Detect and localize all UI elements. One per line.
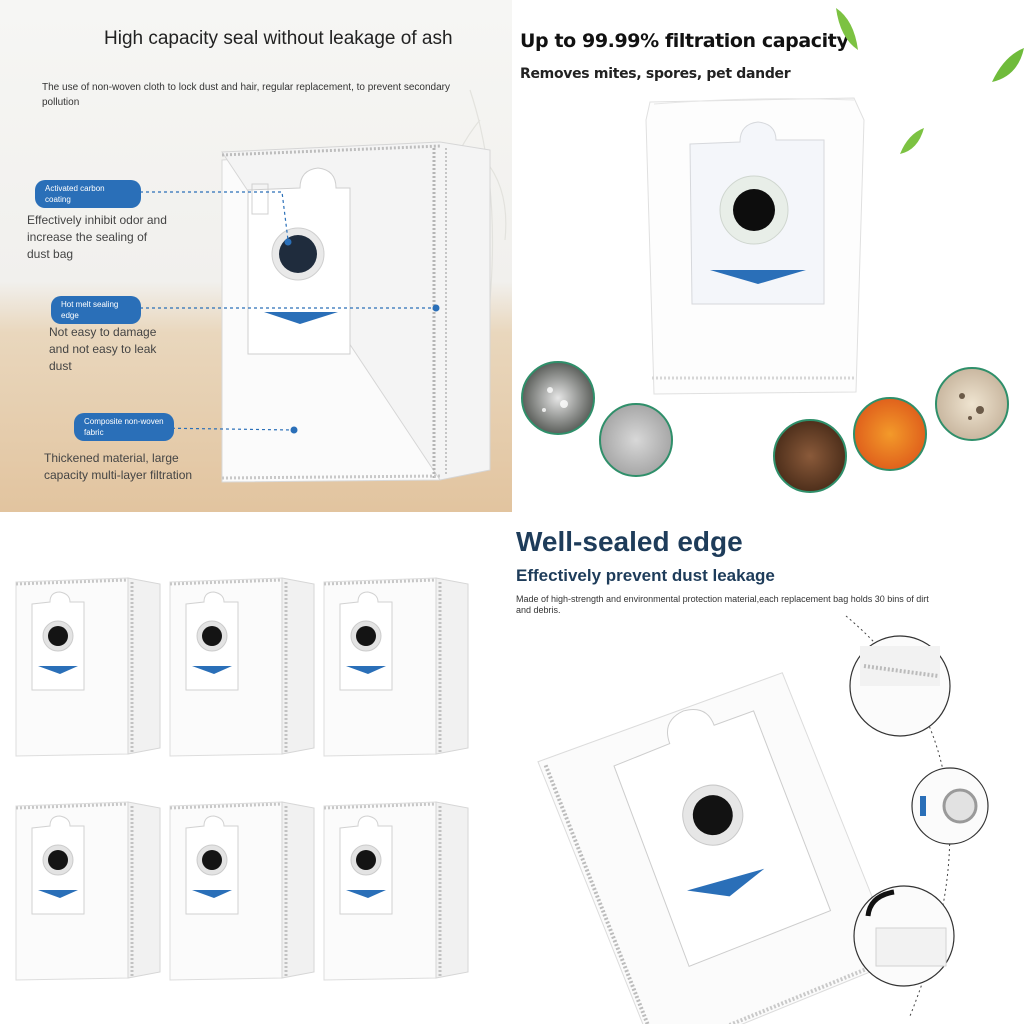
callout-label-hotmelt: Hot melt sealing edge: [51, 296, 141, 324]
panel-subtitle: Removes mites, spores, pet dander: [520, 66, 791, 82]
dust-bag-grid: [14, 576, 470, 982]
panel-six-pack: [0, 516, 512, 1024]
callout-desc-carbon: Effectively inhibit odor and increase th…: [27, 213, 167, 261]
dust-bag-icon: [645, 97, 865, 395]
leaf-icon: [836, 8, 1024, 154]
panel-subtitle: Effectively prevent dust leakage: [516, 566, 775, 585]
panel-capacity-seal: High capacity seal without leakage of as…: [0, 0, 512, 512]
dust-bag-icon: [537, 615, 989, 1024]
panel-title: High capacity seal without leakage of as…: [104, 28, 453, 49]
dust-bag-icon: [221, 141, 491, 483]
callout-desc-nonwoven: Thickened material, large capacity multi…: [44, 451, 193, 482]
magnifier-circle-icon: [521, 361, 1009, 493]
panel-divider-horizontal: [0, 512, 1024, 516]
panel-subtitle: The use of non-woven cloth to lock dust …: [42, 82, 451, 108]
panel-title: Up to 99.99% filtration capacity: [520, 30, 849, 52]
panel-well-sealed: Well-sealed edge Effectively prevent dus…: [514, 516, 1024, 1024]
callout-desc-hotmelt: Not easy to damage and not easy to leak …: [49, 325, 157, 373]
panel-title: Well-sealed edge: [516, 526, 743, 557]
panel-description: Made of high-strength and environmental …: [516, 594, 929, 615]
callout-label-nonwoven: Composite non-woven fabric: [74, 413, 174, 441]
panel-filtration: Up to 99.99% filtration capacity Removes…: [514, 0, 1024, 512]
callout-lines: [140, 191, 440, 434]
callout-label-carbon: Activated carbon coating: [35, 180, 141, 208]
